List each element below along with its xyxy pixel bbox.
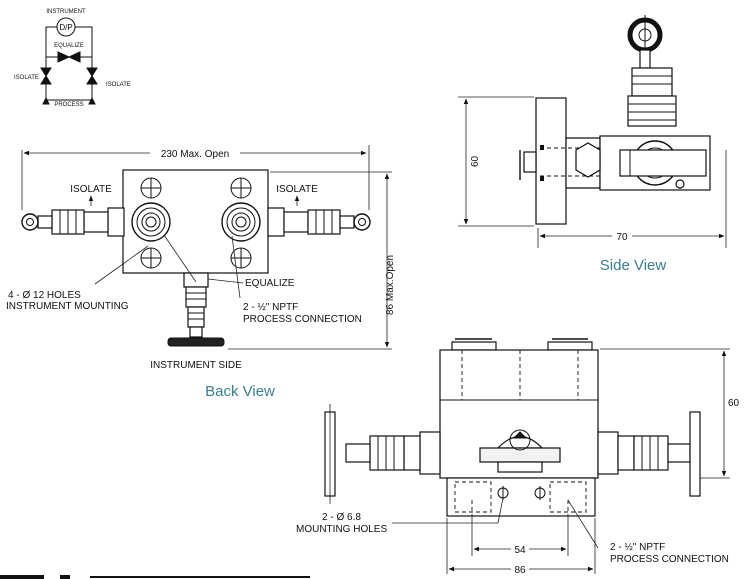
equalize-valve [167, 272, 225, 347]
side-width-dimension: 70 [616, 232, 628, 243]
left-isolate-valve [21, 207, 125, 237]
back-view-title: Back View [205, 383, 275, 400]
back-view: 230 Max. Open ISOLATE [6, 145, 396, 400]
isolate-valve-right-symbol [86, 67, 98, 85]
side-view: 60 70 Side View [458, 15, 727, 274]
right-isolate-valve [267, 207, 371, 237]
isolate-valve-left-symbol [40, 67, 52, 85]
front-body [439, 349, 599, 479]
side-flange [535, 97, 567, 225]
front-outer-dimension: 86 [514, 565, 526, 576]
side-height-dimension: 60 [470, 155, 481, 167]
schematic-isolate-left: ISOLATE [14, 75, 39, 81]
dp-label: D/P [59, 23, 72, 32]
front-view: 60 54 86 2 - Ø 6.8 MOUNTING HOLES 2 - ½"… [296, 338, 740, 576]
valve-schematic: INSTRUMENT D/P EQUALIZE ISOLATE ISOLATE … [14, 9, 131, 108]
front-mount-label-1: 2 - Ø 6.8 [322, 512, 361, 523]
front-nptf-label-1: 2 - ½" NPTF [610, 542, 665, 553]
cropped-footer-graphic [0, 575, 310, 579]
back-nptf-label-2: PROCESS CONNECTION [243, 314, 362, 325]
front-height-dimension: 60 [728, 398, 740, 409]
instrument-side-label: INSTRUMENT SIDE [150, 360, 242, 371]
schematic-process-label: PROCESS [54, 102, 83, 108]
back-nptf-label-1: 2 - ½" NPTF [243, 302, 298, 313]
front-mount-label-2: MOUNTING HOLES [296, 524, 387, 535]
back-isolate-right-label: ISOLATE [276, 184, 318, 195]
side-view-title: Side View [600, 257, 667, 274]
front-nptf-label-2: PROCESS CONNECTION [610, 554, 729, 565]
front-inner-dimension: 54 [514, 545, 526, 556]
back-height-dimension: 86 Max.Open [385, 255, 396, 315]
schematic-equalize-label: EQUALIZE [54, 43, 84, 49]
front-right-isolate-valve [597, 411, 701, 497]
back-equalize-label: EQUALIZE [245, 278, 295, 289]
back-width-dimension: 230 Max. Open [161, 149, 229, 160]
back-isolate-left-label: ISOLATE [70, 184, 112, 195]
schematic-isolate-right: ISOLATE [106, 82, 131, 88]
schematic-instrument-label: INSTRUMENT [46, 9, 86, 15]
manifold-body [122, 169, 269, 274]
front-left-isolate-valve [324, 404, 441, 504]
back-holes-label-1: 4 - Ø 12 HOLES [8, 290, 81, 301]
back-holes-label-2: INSTRUMENT MOUNTING [6, 301, 129, 312]
